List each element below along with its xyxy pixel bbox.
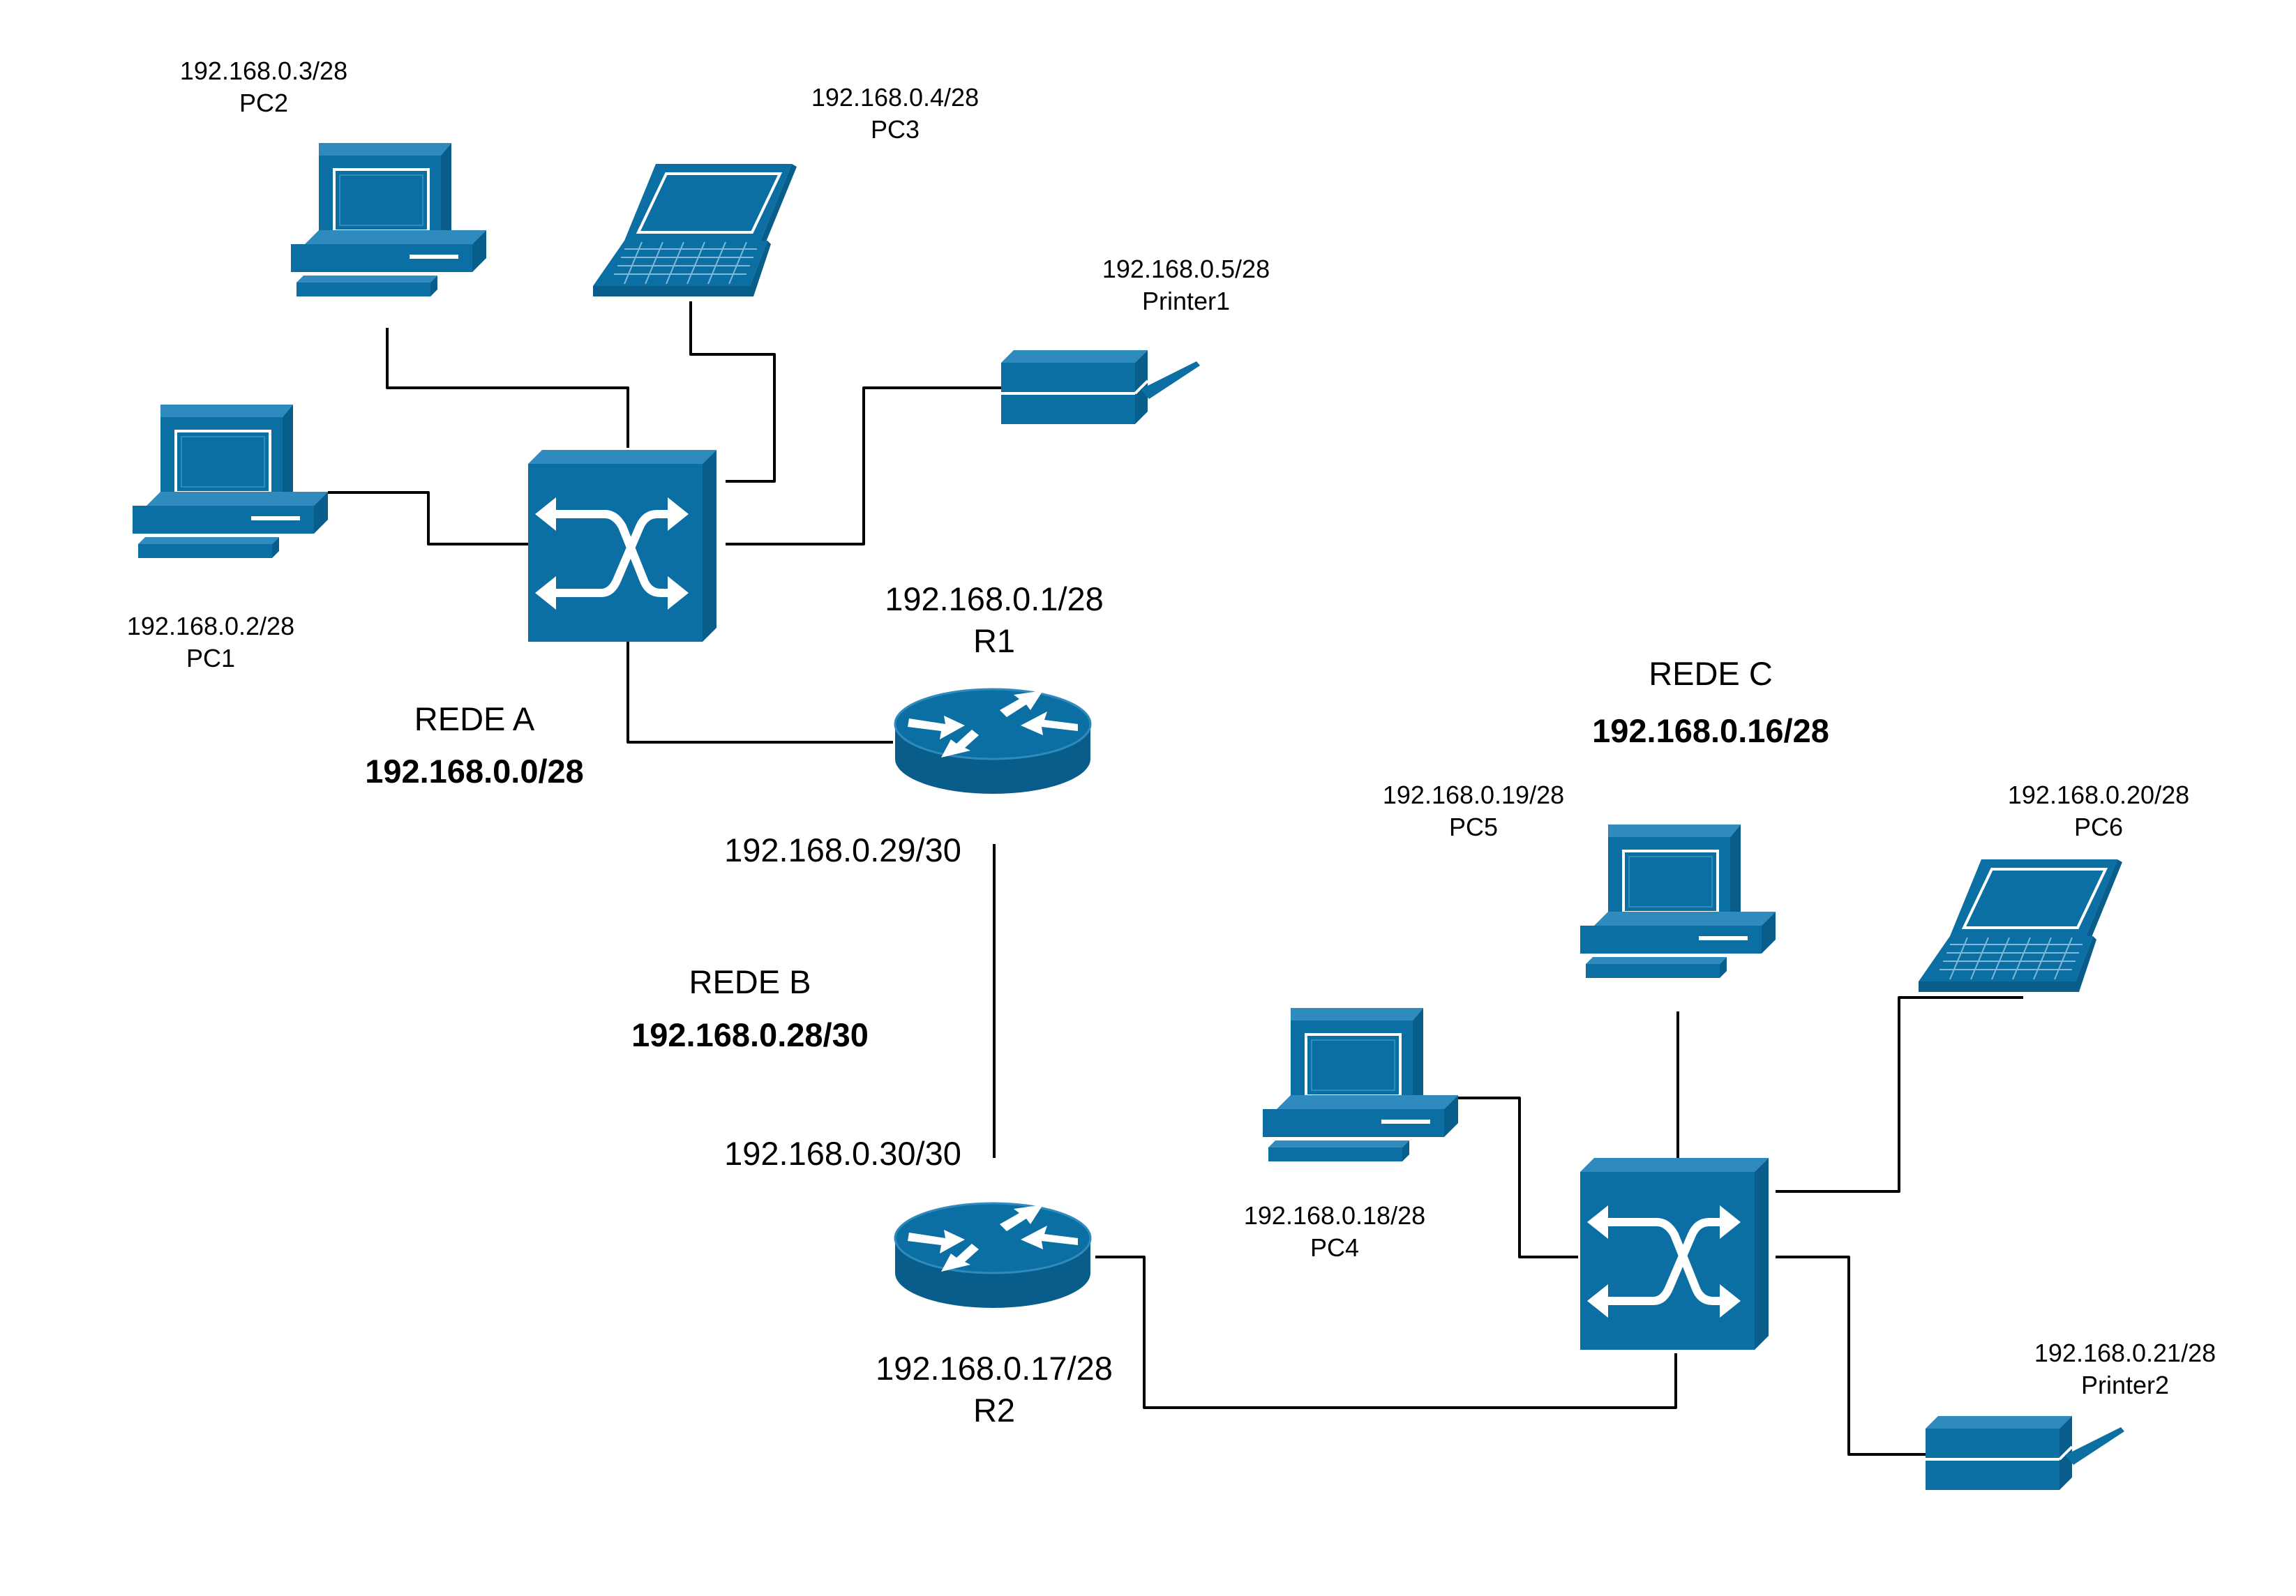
pc5-name-label: PC5 [1449,813,1498,841]
wire-pc1-switch-a [328,491,528,545]
pc6-name-label: PC6 [2074,813,2123,841]
rede-c-address-label: 192.168.0.16/28 [1592,712,1829,749]
r1-wan-ip-label: 192.168.0.29/30 [724,831,961,868]
rede-b-name-label: REDE B [689,963,811,1000]
pc4-name-label: PC4 [1310,1233,1359,1262]
pc3-laptop-icon [592,163,798,298]
printer2-name-label: Printer2 [2081,1371,2169,1399]
printer1-name-label: Printer1 [1142,287,1230,315]
pc3-name-label: PC3 [871,115,920,144]
switch-a-icon [528,450,716,642]
wire-printer2-switch-c [1776,1256,1926,1456]
r2-router-icon [894,1202,1092,1309]
wire-printer1-switch-a [726,386,1001,545]
printer2-printer-icon [1924,1415,2126,1491]
printer1-ip-label: 192.168.0.5/28 [1102,255,1270,283]
pc2-desktop-icon [290,142,488,298]
rede-a-name-label: REDE A [414,700,535,737]
r2-name-label: R2 [973,1392,1015,1429]
rede-a-address-label: 192.168.0.0/28 [365,753,584,790]
pc6-ip-label: 192.168.0.20/28 [2008,781,2189,809]
r2-ip-label: 192.168.0.17/28 [876,1350,1113,1387]
pc2-ip-label: 192.168.0.3/28 [180,57,347,85]
pc6-laptop-icon [1917,858,2124,993]
wire-r2-switch-c [1095,1256,1677,1409]
printer2-ip-label: 192.168.0.21/28 [2034,1339,2216,1367]
wire-pc2-switch-a [386,328,629,448]
pc4-desktop-icon [1261,1007,1460,1163]
wire-switch-a-r1 [626,642,893,744]
connections [328,301,2023,1456]
pc4-ip-label: 192.168.0.18/28 [1244,1201,1425,1230]
pc3-ip-label: 192.168.0.4/28 [811,83,979,112]
wire-pc6-switch-c [1776,996,2023,1193]
pc5-desktop-icon [1579,823,1777,979]
r1-ip-label: 192.168.0.1/28 [885,580,1104,617]
pc5-ip-label: 192.168.0.19/28 [1383,781,1564,809]
wire-pc3-switch-a [689,301,776,483]
printer1-printer-icon [1000,349,1201,426]
rede-b-address-label: 192.168.0.28/30 [631,1016,869,1053]
r1-router-icon [894,688,1092,795]
pc1-ip-label: 192.168.0.2/28 [127,612,294,640]
wire-pc4-switch-c [1458,1097,1578,1258]
switch-c-icon [1580,1158,1769,1350]
pc1-name-label: PC1 [186,644,235,672]
rede-c-name-label: REDE C [1649,655,1773,692]
r1-name-label: R1 [973,622,1015,659]
pc2-name-label: PC2 [239,89,288,117]
r2-wan-ip-label: 192.168.0.30/30 [724,1135,961,1172]
pc1-desktop-icon [131,403,329,559]
